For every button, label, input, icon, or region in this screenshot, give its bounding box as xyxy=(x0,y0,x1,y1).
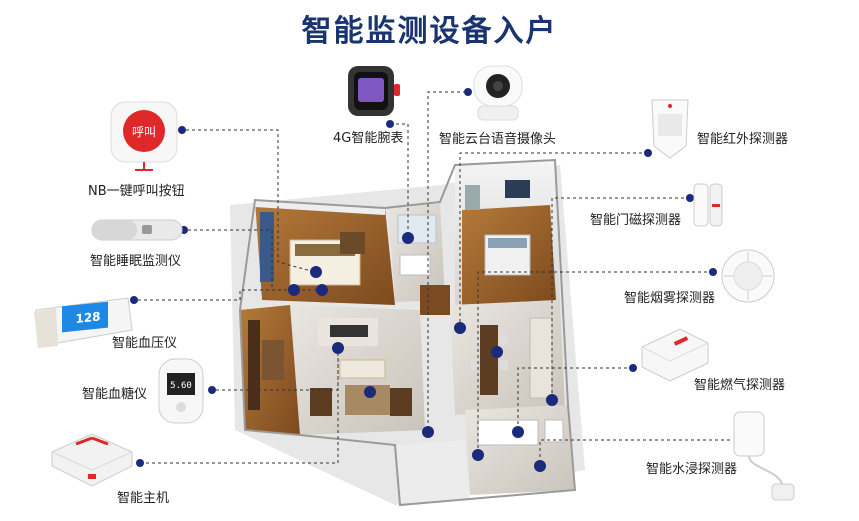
bedroom-right xyxy=(455,160,560,305)
marker-smoke xyxy=(709,268,717,276)
connector-smoke xyxy=(477,271,713,455)
location-camera xyxy=(422,426,434,438)
connector-door-sensor xyxy=(551,197,690,400)
blood-glucose-reading: 5.60 xyxy=(170,381,192,391)
label-camera: 智能云台语音摄像头 xyxy=(439,132,557,147)
blood-glucose-icon: 5.60 xyxy=(158,358,204,424)
smart-host-icon xyxy=(51,433,133,487)
location-water xyxy=(534,460,546,472)
location-living xyxy=(364,386,376,398)
smoke-detector-icon xyxy=(721,249,775,303)
label-door-sensor: 智能门磁探测器 xyxy=(590,213,682,228)
connector-smart-host xyxy=(140,348,339,464)
location-sleep-monitor xyxy=(288,284,300,296)
door-sensor-icon xyxy=(693,183,723,227)
label-call-button: NB一键呼叫按钮 xyxy=(88,184,185,199)
marker-infrared xyxy=(644,149,652,157)
study-room xyxy=(240,305,300,435)
connector-blood-pressure xyxy=(132,289,320,301)
label-sleep-monitor: 智能睡眠监测仪 xyxy=(90,254,182,269)
connector-watch xyxy=(390,123,409,236)
water-detector-icon xyxy=(733,411,795,501)
camera-icon xyxy=(473,65,523,121)
hallway-door xyxy=(420,285,450,315)
label-smoke: 智能烟雾探测器 xyxy=(624,291,716,306)
connector-call-button xyxy=(180,129,316,273)
label-gas: 智能燃气探测器 xyxy=(694,378,786,393)
location-glucose-host xyxy=(332,342,344,354)
marker-call-button xyxy=(178,126,186,134)
marker-door-sensor xyxy=(686,194,694,202)
marker-blood-pressure xyxy=(130,296,138,304)
connector-infrared xyxy=(459,152,648,326)
location-watch xyxy=(402,232,414,244)
connector-blood-glucose xyxy=(210,348,339,391)
location-dining xyxy=(491,346,503,358)
location-dots xyxy=(288,232,558,472)
location-smoke xyxy=(472,449,484,461)
marker-smart-host xyxy=(136,459,144,467)
location-blood-pressure xyxy=(316,284,328,296)
blood-pressure-icon: 128 xyxy=(34,297,133,348)
label-blood-glucose: 智能血糖仪 xyxy=(82,387,148,402)
connector-gas xyxy=(517,367,633,432)
label-watch: 4G智能腕表 xyxy=(333,131,404,146)
marker-blood-glucose xyxy=(208,386,216,394)
watch-icon xyxy=(348,66,400,116)
location-gas xyxy=(512,426,524,438)
bathroom-top xyxy=(388,202,445,302)
label-infrared: 智能红外探测器 xyxy=(697,132,789,147)
location-call-button xyxy=(310,266,322,278)
location-door-sensor xyxy=(546,394,558,406)
connector-sleep-monitor xyxy=(182,229,293,291)
gas-detector-icon xyxy=(641,328,709,382)
label-smart-host: 智能主机 xyxy=(117,491,170,506)
marker-watch xyxy=(386,120,394,128)
device-markers xyxy=(130,88,717,467)
sleep-monitor-icon xyxy=(91,219,183,241)
marker-camera xyxy=(464,88,472,96)
marker-gas xyxy=(629,364,637,372)
dining-kitchen xyxy=(450,300,565,415)
infrared-detector-icon xyxy=(651,99,689,159)
label-blood-pressure: 智能血压仪 xyxy=(112,336,178,351)
call-button-text: 呼叫 xyxy=(132,125,156,139)
call-button-icon: 呼叫 xyxy=(110,101,178,171)
label-water: 智能水浸探测器 xyxy=(646,462,738,477)
bottom-bathroom xyxy=(395,405,575,505)
location-infrared xyxy=(454,322,466,334)
blood-pressure-reading: 128 xyxy=(75,309,100,326)
bedroom-left xyxy=(255,200,395,305)
connector-camera xyxy=(427,91,466,432)
page-title: 智能监测设备入户 xyxy=(301,14,558,49)
